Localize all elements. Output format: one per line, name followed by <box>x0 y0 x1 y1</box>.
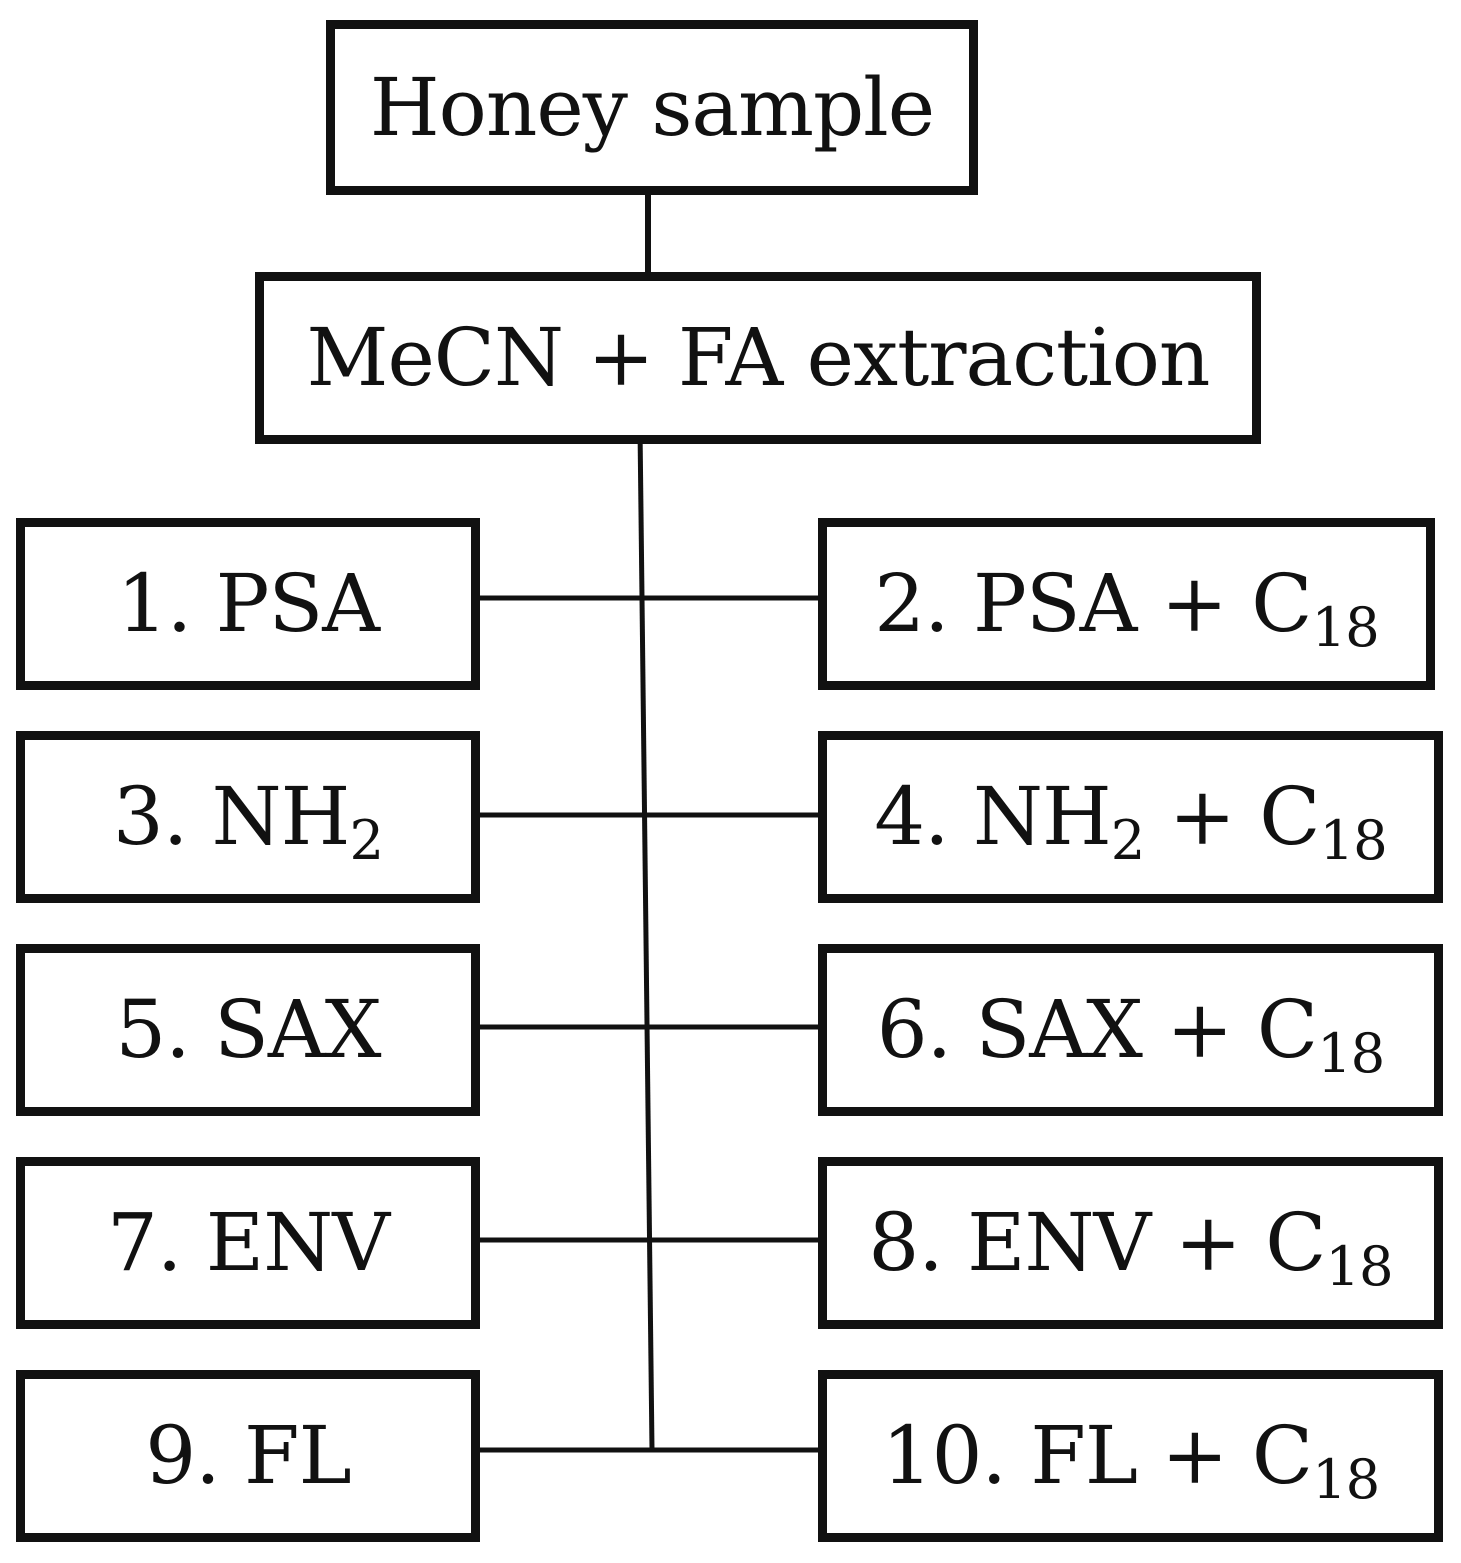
extraction-label: MeCN + FA extraction <box>306 311 1211 404</box>
method-box-10: 10. FL + C18 <box>818 1370 1443 1542</box>
method-box-8: 8. ENV + C18 <box>818 1157 1443 1329</box>
method-box-1: 1. PSA <box>16 518 480 690</box>
method-label-1: 1. PSA <box>116 557 380 650</box>
method-label-10: 10. FL + C18 <box>881 1409 1381 1512</box>
method-label-4: 4. NH2 + C18 <box>874 770 1387 873</box>
extraction-box: MeCN + FA extraction <box>255 272 1261 444</box>
method-box-7: 7. ENV <box>16 1157 480 1329</box>
connector-central-trunk <box>637 427 655 1451</box>
method-box-6: 6. SAX + C18 <box>818 944 1443 1116</box>
method-label-8: 8. ENV + C18 <box>868 1196 1393 1299</box>
method-label-2: 2. PSA + C18 <box>874 557 1379 660</box>
method-box-4: 4. NH2 + C18 <box>818 731 1443 903</box>
honey-sample-box: Honey sample <box>326 20 978 195</box>
method-box-5: 5. SAX <box>16 944 480 1116</box>
method-box-3: 3. NH2 <box>16 731 480 903</box>
method-box-2: 2. PSA + C18 <box>818 518 1435 690</box>
method-label-9: 9. FL <box>145 1409 351 1502</box>
honey-sample-label: Honey sample <box>369 60 935 154</box>
method-label-5: 5. SAX <box>115 983 381 1076</box>
method-label-6: 6. SAX + C18 <box>876 983 1386 1086</box>
method-label-3: 3. NH2 <box>112 770 384 873</box>
method-label-7: 7. ENV <box>107 1196 390 1289</box>
method-box-9: 9. FL <box>16 1370 480 1542</box>
